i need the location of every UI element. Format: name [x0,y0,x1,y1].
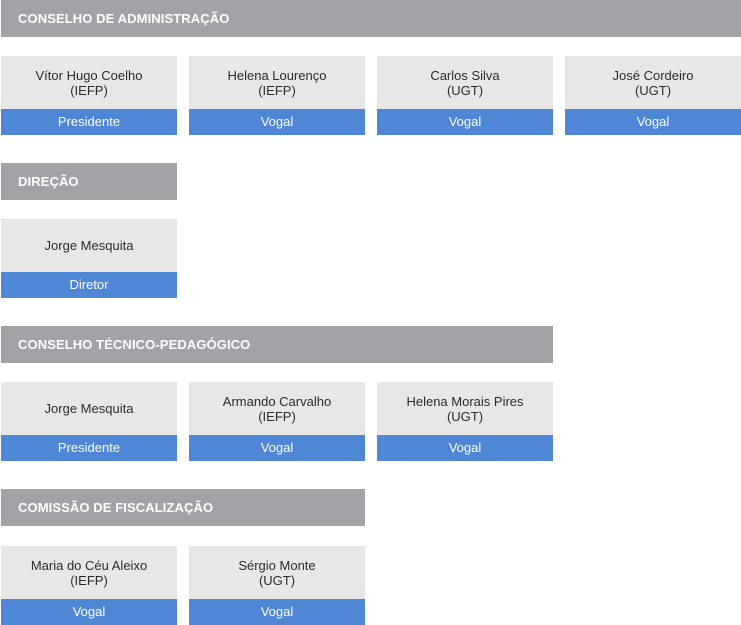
member-info: Maria do Céu Aleixo (IEFP) [1,546,177,599]
member-info: Vítor Hugo Coelho (IEFP) [1,56,177,109]
section-header-conselho-administracao: CONSELHO DE ADMINISTRAÇÃO [1,0,741,37]
member-org: (UGT) [258,572,296,588]
member-name: Sérgio Monte [238,557,316,573]
member-info: Helena Morais Pires (UGT) [377,382,553,435]
member-card: Jorge Mesquita Presidente [1,382,177,461]
member-role: Presidente [1,435,177,461]
member-card: Helena Lourenço (IEFP) Vogal [189,56,365,135]
member-role: Vogal [377,435,553,461]
member-card: José Cordeiro (UGT) Vogal [565,56,741,135]
member-card: Carlos Silva (UGT) Vogal [377,56,553,135]
member-info: Carlos Silva (UGT) [377,56,553,109]
member-name: Armando Carvalho [222,393,332,409]
section-header-comissao-fiscalizacao: COMISSÃO DE FISCALIZAÇÃO [1,489,365,526]
member-org: (UGT) [446,408,484,424]
member-role: Diretor [1,272,177,298]
member-name: José Cordeiro [612,67,694,83]
member-name: Maria do Céu Aleixo [30,557,148,573]
member-card: Helena Morais Pires (UGT) Vogal [377,382,553,461]
member-info: Jorge Mesquita [1,382,177,435]
member-card: Jorge Mesquita Diretor [1,219,177,298]
member-name: Helena Morais Pires [406,393,524,409]
member-role: Vogal [377,109,553,135]
member-org: (IEFP) [258,408,296,424]
member-info: Jorge Mesquita [1,219,177,272]
section-header-direcao: DIREÇÃO [1,163,177,200]
member-card: Armando Carvalho (IEFP) Vogal [189,382,365,461]
member-card: Maria do Céu Aleixo (IEFP) Vogal [1,546,177,625]
section-header-conselho-tecnico-pedagogico: CONSELHO TÉCNICO-PEDAGÓGICO [1,326,553,363]
member-org: (IEFP) [258,82,296,98]
member-role: Vogal [189,109,365,135]
member-info: José Cordeiro (UGT) [565,56,741,109]
member-name: Jorge Mesquita [44,238,134,253]
member-org: (IEFP) [70,82,108,98]
member-name: Helena Lourenço [227,67,327,83]
member-role: Presidente [1,109,177,135]
member-role: Vogal [565,109,741,135]
member-card: Sérgio Monte (UGT) Vogal [189,546,365,625]
member-info: Helena Lourenço (IEFP) [189,56,365,109]
member-card: Vítor Hugo Coelho (IEFP) Presidente [1,56,177,135]
member-org: (UGT) [446,82,484,98]
member-role: Vogal [189,599,365,625]
member-info: Sérgio Monte (UGT) [189,546,365,599]
member-name: Carlos Silva [430,67,500,83]
member-name: Jorge Mesquita [44,401,134,416]
member-org: (UGT) [634,82,672,98]
member-name: Vítor Hugo Coelho [35,67,143,83]
member-role: Vogal [1,599,177,625]
member-info: Armando Carvalho (IEFP) [189,382,365,435]
member-org: (IEFP) [70,572,108,588]
member-role: Vogal [189,435,365,461]
